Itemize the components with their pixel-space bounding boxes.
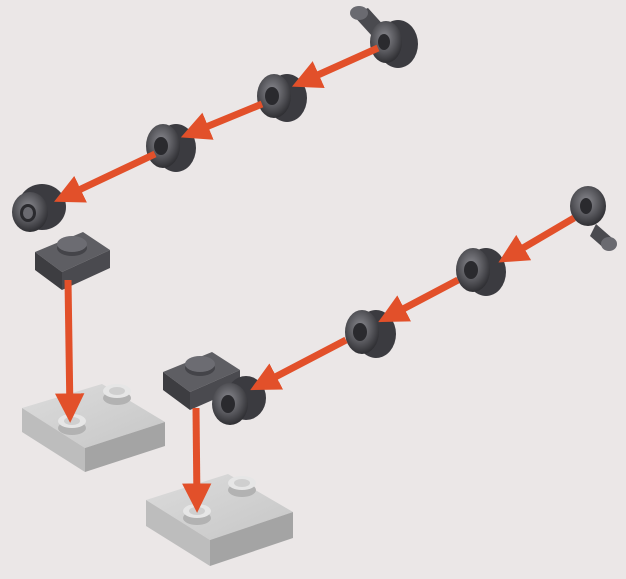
- lower-arrow-1: [498, 214, 576, 263]
- lower-base-plate: [146, 474, 293, 566]
- lower-base-stud-left: [183, 504, 211, 525]
- lower-dark-plate: [163, 352, 240, 410]
- upper-axle-pin: [350, 6, 418, 68]
- upper-arrow-2: [180, 100, 264, 140]
- upper-arrow-3: [54, 150, 157, 203]
- lower-bushing-2: [456, 248, 506, 296]
- upper-base-stud-right: [103, 384, 131, 405]
- lower-axle-pin: [570, 186, 617, 251]
- upper-base-plate: [22, 384, 165, 472]
- upper-dark-plate: [35, 232, 110, 290]
- upper-ring-1: [12, 184, 66, 232]
- upper-arrow-down: [54, 279, 85, 423]
- upper-arrow-1: [291, 44, 380, 88]
- lower-base-stud-right: [228, 476, 256, 497]
- lower-arrow-3: [250, 336, 348, 391]
- upper-assembly: [12, 6, 418, 472]
- lower-assembly: [146, 186, 617, 566]
- lower-arrow-down: [182, 407, 212, 513]
- lower-arrow-2: [378, 276, 460, 323]
- upper-bushing-1: [146, 124, 196, 172]
- upper-base-stud-left: [58, 414, 86, 435]
